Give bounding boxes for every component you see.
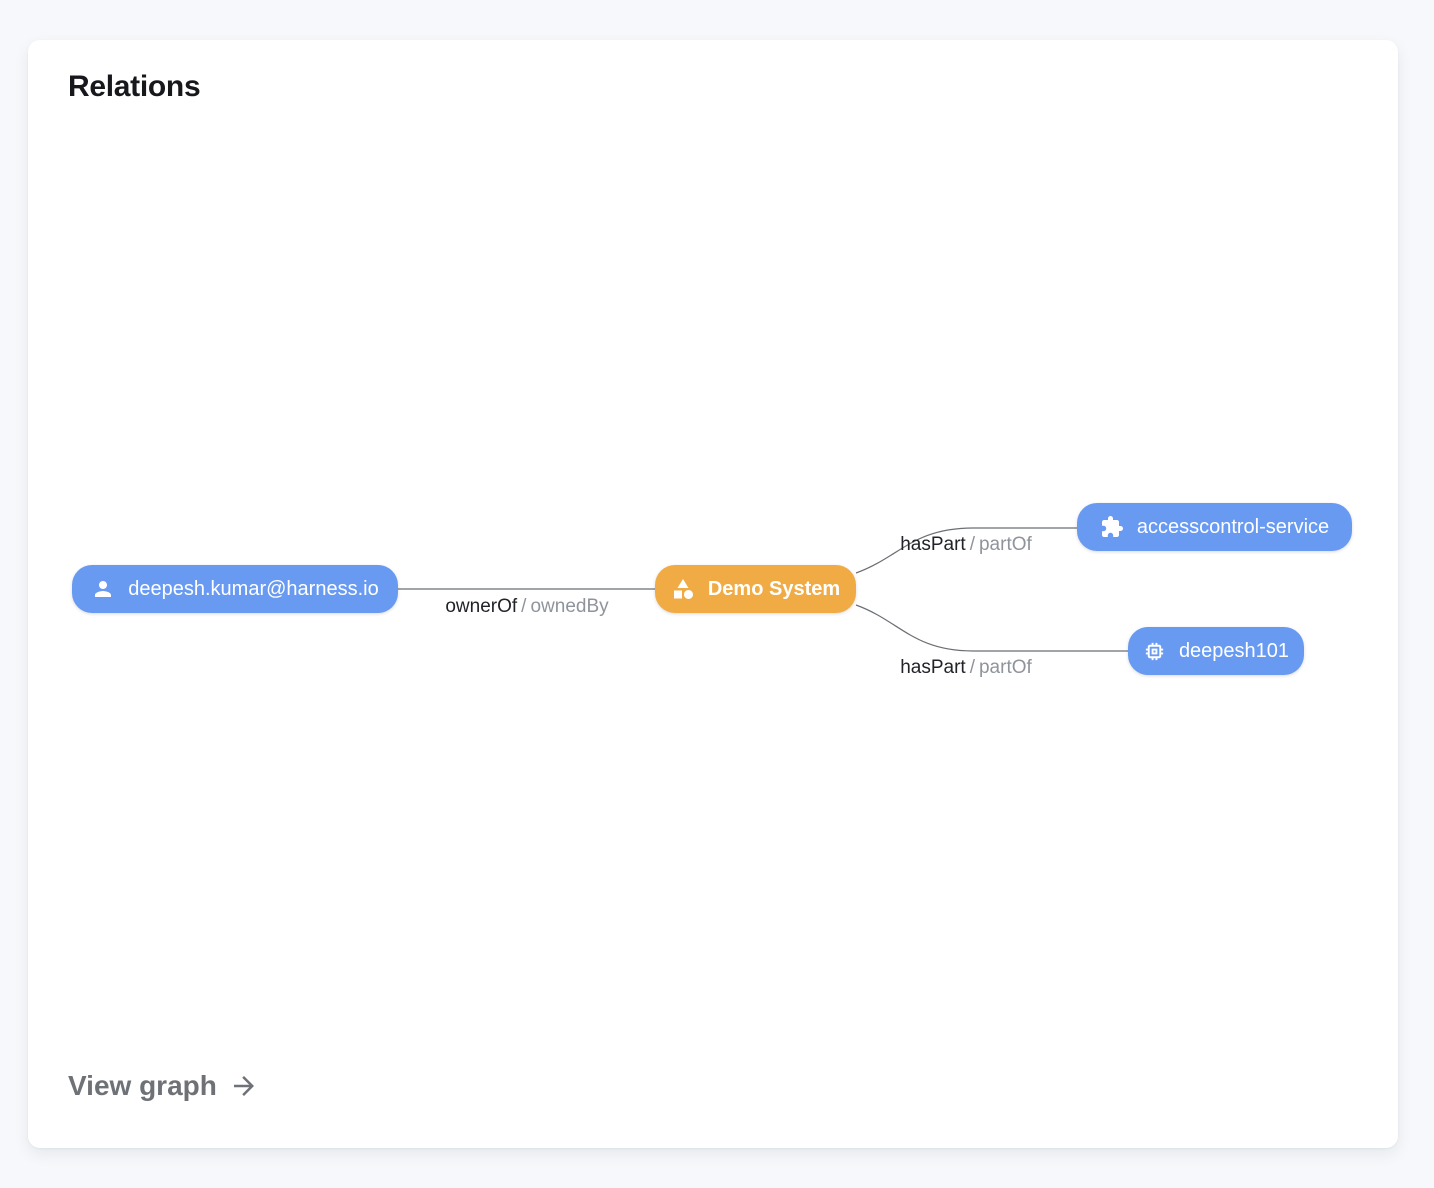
node-label: accesscontrol-service (1136, 515, 1330, 538)
edge-label-separator: / (521, 596, 527, 617)
edge-label-separator: / (969, 657, 975, 678)
edge-label-separator: / (969, 534, 975, 555)
arrow-right-icon (229, 1071, 259, 1101)
edge-haspart-bottom-line (855, 604, 1128, 652)
puzzle-icon (1100, 515, 1124, 539)
chip-icon (1143, 640, 1166, 663)
node-component-entity[interactable]: accesscontrol-service (1077, 503, 1352, 551)
node-label: deepesh101 (1178, 639, 1290, 662)
person-icon (91, 577, 115, 601)
node-system-entity[interactable]: Demo System (655, 565, 856, 613)
edge-label-forward: hasPart (900, 534, 966, 555)
relations-card: Relations ownerOf/ownedBy hasPart/partOf… (28, 40, 1398, 1148)
edge-label-forward: ownerOf (445, 596, 518, 617)
edge-haspart-top-line (855, 527, 1077, 574)
view-graph-link[interactable]: View graph (68, 1070, 259, 1102)
view-graph-label: View graph (68, 1070, 217, 1101)
graph-edges (398, 527, 1128, 652)
relations-graph: ownerOf/ownedBy hasPart/partOf hasPart/p… (28, 40, 1398, 1148)
edge-label-haspart-bottom: hasPart/partOf (900, 657, 1032, 679)
edge-label-reverse: partOf (978, 657, 1032, 678)
edge-label-reverse: ownedBy (530, 596, 609, 617)
node-user-entity[interactable]: deepesh.kumar@harness.io (72, 565, 398, 613)
node-label: deepesh.kumar@harness.io (128, 577, 379, 600)
edge-label-haspart-top: hasPart/partOf (900, 534, 1032, 556)
node-component-entity[interactable]: deepesh101 (1128, 627, 1304, 675)
node-label: Demo System (707, 577, 841, 600)
card-title: Relations (68, 70, 201, 103)
category-icon (671, 577, 695, 601)
edge-label-ownerof: ownerOf/ownedBy (445, 596, 608, 618)
edge-label-reverse: partOf (978, 534, 1032, 555)
edge-label-forward: hasPart (900, 657, 966, 678)
